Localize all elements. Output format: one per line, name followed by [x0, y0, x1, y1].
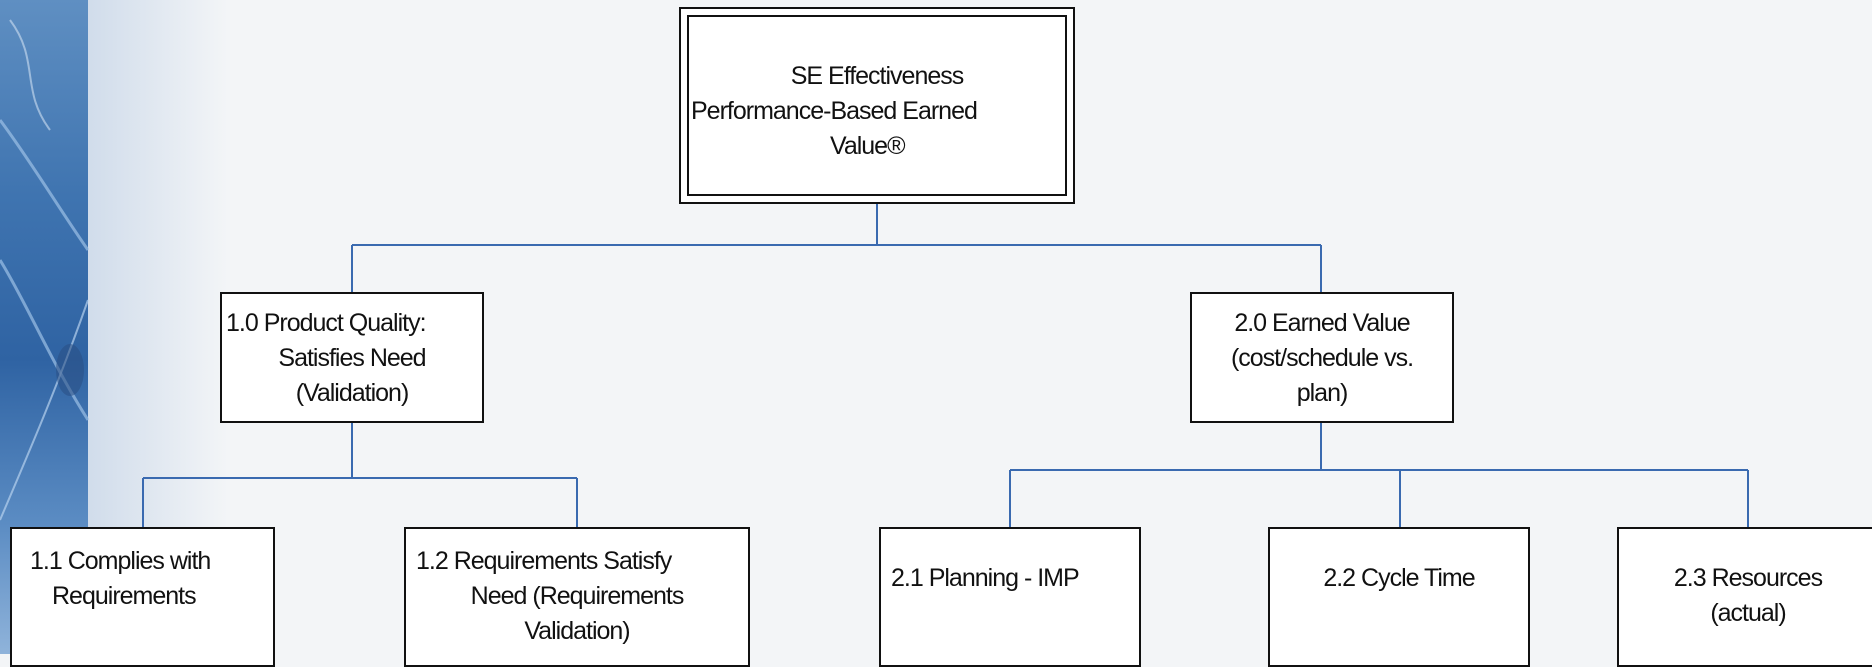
node-2-2-line-1: 2.2 Cycle Time	[1323, 564, 1475, 592]
node-2-0-earned-value: 2.0 Earned Value (cost/schedule vs. plan…	[1190, 292, 1454, 423]
node-1-0-product-quality: 1.0 Product Quality: Satisfies Need (Val…	[220, 292, 484, 423]
node-1-2-line-2: Need (Requirements	[470, 582, 685, 610]
node-1-1-complies: 1.1 Complies with Requirements	[10, 527, 275, 667]
root-line-1: SE Effectiveness	[790, 62, 965, 90]
node-2-3-resources: 2.3 Resources (actual)	[1617, 527, 1872, 667]
node-1-1-line-1: 1.1 Complies with	[30, 547, 211, 575]
node-2-0-line-1: 2.0 Earned Value	[1234, 309, 1410, 337]
node-2-1-line-1: 2.1 Planning - IMP	[891, 564, 1080, 592]
node-1-0-line-3: (Validation)	[295, 379, 410, 407]
root-node: SE Effectiveness Performance-Based Earne…	[679, 7, 1075, 204]
root-line-3: Value®	[830, 132, 906, 160]
node-1-0-line-2: Satisfies Need	[278, 344, 426, 372]
node-2-3-line-1: 2.3 Resources	[1673, 564, 1823, 592]
node-2-3-line-2: (actual)	[1710, 599, 1786, 627]
node-2-0-line-3: plan)	[1296, 379, 1349, 407]
node-1-1-line-2: Requirements	[52, 582, 197, 610]
node-2-0-line-2: (cost/schedule vs.	[1230, 344, 1414, 372]
node-2-1-planning: 2.1 Planning - IMP	[879, 527, 1141, 667]
root-line-2: Performance-Based Earned	[691, 97, 978, 125]
node-1-2-line-1: 1.2 Requirements Satisfy	[416, 547, 672, 575]
node-2-2-cycle-time: 2.2 Cycle Time	[1268, 527, 1530, 667]
node-1-0-line-1: 1.0 Product Quality:	[226, 309, 427, 337]
node-1-2-line-3: Validation)	[524, 617, 630, 645]
node-1-2-requirements-satisfy: 1.2 Requirements Satisfy Need (Requireme…	[404, 527, 750, 667]
decorative-background-art	[0, 19, 90, 521]
